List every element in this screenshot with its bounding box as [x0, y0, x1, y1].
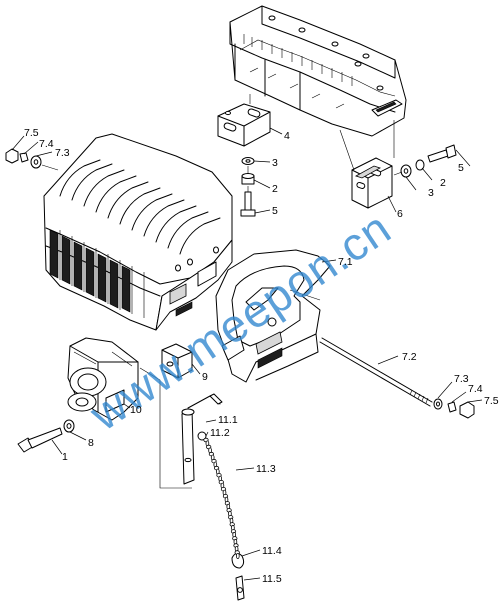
callout-11-4: 11.4: [262, 545, 282, 557]
leader-lines: [11, 127, 483, 581]
hitch-pin-11: [181, 393, 245, 601]
callout-11-1: 11.1: [218, 414, 238, 426]
callout-7-3-bottom: 7.3: [454, 373, 469, 385]
chain-link: [236, 553, 240, 560]
callout-1: 1: [62, 451, 68, 463]
weight-7-1: [215, 249, 331, 383]
callout-labels: 7.5 7.4 7.3 4 3 2 5 5 2 3 6 7.1 7.2 9 10…: [24, 127, 499, 585]
callout-4: 4: [284, 130, 290, 142]
mounting-block-6: [351, 157, 393, 209]
callout-9: 9: [202, 371, 208, 383]
callout-11-3: 11.3: [256, 463, 276, 475]
callout-7-5-top: 7.5: [24, 127, 39, 139]
callout-6: 6: [397, 208, 403, 220]
spacer-block-9: [161, 343, 193, 379]
callout-5-left: 5: [272, 205, 278, 217]
bolt-stack-left: [240, 157, 256, 217]
callout-7-1: 7.1: [338, 256, 353, 268]
callout-2-right: 2: [440, 177, 446, 189]
bolt-stack-right: [393, 144, 457, 178]
callout-7-2: 7.2: [402, 351, 417, 363]
callout-8: 8: [88, 437, 94, 449]
callout-7-4-bottom: 7.4: [468, 383, 483, 395]
hardware-top-left: [5, 148, 59, 171]
hitch-group-outline: [139, 367, 192, 489]
callout-11-2: 11.2: [210, 427, 230, 439]
callout-3-right: 3: [428, 187, 434, 199]
drawbar-hitch: [67, 337, 139, 421]
weight-stack: [43, 133, 233, 331]
hitch-bolt-1: [17, 419, 75, 453]
callout-2-left: 2: [272, 183, 278, 195]
callout-10: 10: [130, 404, 142, 416]
mounting-block-4: [217, 103, 271, 147]
callout-7-4-top: 7.4: [39, 138, 54, 150]
callout-7-5-bottom: 7.5: [484, 395, 499, 407]
callout-11-5: 11.5: [262, 573, 282, 585]
callout-3-left: 3: [272, 157, 278, 169]
callout-7-3-top: 7.3: [55, 147, 70, 159]
front-bracket-rail: [229, 5, 407, 137]
tie-rod-7-2: [319, 337, 475, 419]
callout-5-right: 5: [458, 162, 464, 174]
chain-11-3: [203, 437, 240, 560]
